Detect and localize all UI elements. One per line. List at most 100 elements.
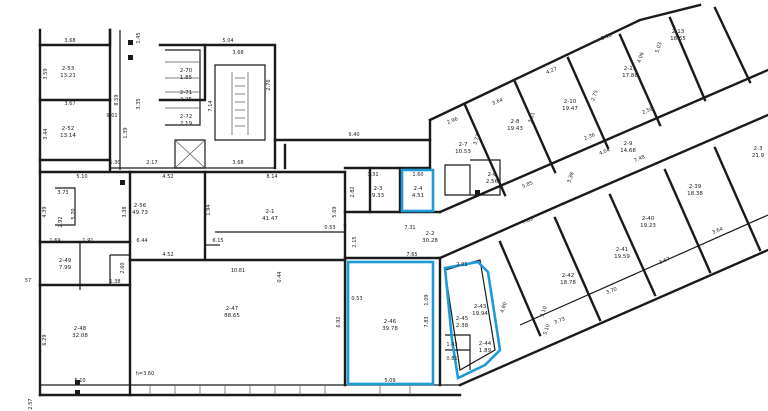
svg-text:32.08: 32.08 xyxy=(72,333,88,339)
svg-text:7.83: 7.83 xyxy=(521,216,534,226)
svg-text:3.64: 3.64 xyxy=(491,97,504,107)
svg-text:3.44: 3.44 xyxy=(43,128,49,139)
svg-text:4.51: 4.51 xyxy=(412,193,424,199)
svg-text:4.52: 4.52 xyxy=(162,252,173,258)
svg-text:1.43: 1.43 xyxy=(446,342,457,348)
svg-text:2.59: 2.59 xyxy=(641,106,654,116)
svg-text:14.68: 14.68 xyxy=(620,148,636,154)
highlight-room-2-43 xyxy=(443,260,502,380)
svg-text:18.38: 18.38 xyxy=(687,191,703,197)
svg-text:3.59: 3.59 xyxy=(43,68,49,79)
svg-text:2.36: 2.36 xyxy=(583,132,596,142)
svg-text:2.75: 2.75 xyxy=(590,89,599,101)
svg-text:2-9: 2-9 xyxy=(624,141,633,147)
svg-text:2.25: 2.25 xyxy=(180,97,193,103)
svg-text:1.91: 1.91 xyxy=(82,238,93,244)
highlighted-rooms xyxy=(346,168,502,386)
svg-text:0.81: 0.81 xyxy=(446,356,457,362)
svg-text:10.53: 10.53 xyxy=(455,149,471,155)
svg-text:9.40: 9.40 xyxy=(348,132,359,138)
svg-text:2.15: 2.15 xyxy=(352,236,358,247)
svg-text:8.59: 8.59 xyxy=(114,94,120,105)
svg-text:2.76: 2.76 xyxy=(266,79,272,90)
svg-text:2-1: 2-1 xyxy=(266,209,275,215)
svg-text:2-47: 2-47 xyxy=(226,306,239,312)
svg-text:3.10: 3.10 xyxy=(539,305,548,317)
svg-text:3.67: 3.67 xyxy=(64,101,75,107)
svg-text:3.35: 3.35 xyxy=(136,98,142,109)
svg-text:21.9: 21.9 xyxy=(752,153,765,159)
room-2-49: 2-497.99 xyxy=(59,258,72,271)
svg-text:3.70: 3.70 xyxy=(605,286,618,296)
room-2-72: 2-722.19 xyxy=(180,114,193,127)
fixtures xyxy=(75,40,480,395)
svg-text:1.69: 1.69 xyxy=(49,238,60,244)
svg-text:5.04: 5.04 xyxy=(222,38,233,44)
room-2-6: 2-62.56 xyxy=(486,172,499,185)
room-2-2: 2-230.28 xyxy=(422,231,438,244)
svg-text:2-7: 2-7 xyxy=(459,142,468,148)
svg-text:2.82: 2.82 xyxy=(350,186,356,197)
highlight-room-2-4 xyxy=(400,168,435,213)
room-2-44: 2-441.89 xyxy=(479,341,492,354)
svg-text:7.14: 7.14 xyxy=(208,100,214,111)
svg-text:19.94: 19.94 xyxy=(472,311,488,317)
svg-text:1.85: 1.85 xyxy=(180,75,193,81)
svg-text:h=3.60: h=3.60 xyxy=(136,371,155,377)
svg-text:18.78: 18.78 xyxy=(560,280,576,286)
svg-text:57: 57 xyxy=(25,278,31,284)
svg-text:2.19: 2.19 xyxy=(180,121,193,127)
svg-text:4.27: 4.27 xyxy=(545,66,558,76)
svg-text:3.68: 3.68 xyxy=(232,160,243,166)
svg-text:5.69: 5.69 xyxy=(332,206,338,217)
svg-text:1.60: 1.60 xyxy=(412,172,423,178)
svg-text:4.80: 4.80 xyxy=(499,301,508,313)
svg-text:10.81: 10.81 xyxy=(231,268,245,274)
svg-text:2.38: 2.38 xyxy=(456,323,469,329)
svg-text:2-46: 2-46 xyxy=(384,319,397,325)
svg-text:5.10: 5.10 xyxy=(74,378,85,384)
room-2-8: 2-819.43 xyxy=(507,119,523,132)
svg-text:4.39: 4.39 xyxy=(42,206,48,217)
svg-text:9.33: 9.33 xyxy=(372,193,385,199)
svg-text:3.73: 3.73 xyxy=(57,190,68,196)
svg-text:2-45: 2-45 xyxy=(456,316,469,322)
svg-text:2-42: 2-42 xyxy=(562,273,574,279)
svg-text:2-44: 2-44 xyxy=(479,341,492,347)
svg-text:2.92: 2.92 xyxy=(58,216,64,227)
svg-text:2-10: 2-10 xyxy=(564,99,577,105)
svg-text:2-71: 2-71 xyxy=(180,90,192,96)
walls-right-wing xyxy=(428,3,768,387)
svg-text:2.96: 2.96 xyxy=(446,116,459,126)
svg-text:7.31: 7.31 xyxy=(404,225,415,231)
svg-text:30.28: 30.28 xyxy=(422,238,438,244)
svg-text:2-13: 2-13 xyxy=(672,29,685,35)
svg-text:6.44: 6.44 xyxy=(136,238,147,244)
svg-text:2-70: 2-70 xyxy=(180,68,193,74)
svg-text:19.59: 19.59 xyxy=(614,254,630,260)
svg-text:2.57: 2.57 xyxy=(28,398,34,409)
svg-text:2-3: 2-3 xyxy=(374,186,383,192)
svg-text:2-11: 2-11 xyxy=(624,66,636,72)
svg-text:13.21: 13.21 xyxy=(60,73,76,79)
svg-text:5.10: 5.10 xyxy=(76,174,87,180)
svg-text:19.47: 19.47 xyxy=(562,106,578,112)
svg-text:0.53: 0.53 xyxy=(324,225,335,231)
svg-text:7.99: 7.99 xyxy=(59,265,72,271)
svg-text:3.68: 3.68 xyxy=(64,38,75,44)
svg-text:3.67: 3.67 xyxy=(658,256,671,266)
room-2-1: 2-141.47 xyxy=(262,209,278,222)
svg-text:9.01: 9.01 xyxy=(106,113,117,119)
svg-text:1.09: 1.09 xyxy=(424,294,430,305)
svg-text:1.38: 1.38 xyxy=(109,279,120,285)
svg-text:7.83: 7.83 xyxy=(424,316,430,327)
svg-text:1.89: 1.89 xyxy=(479,348,492,354)
